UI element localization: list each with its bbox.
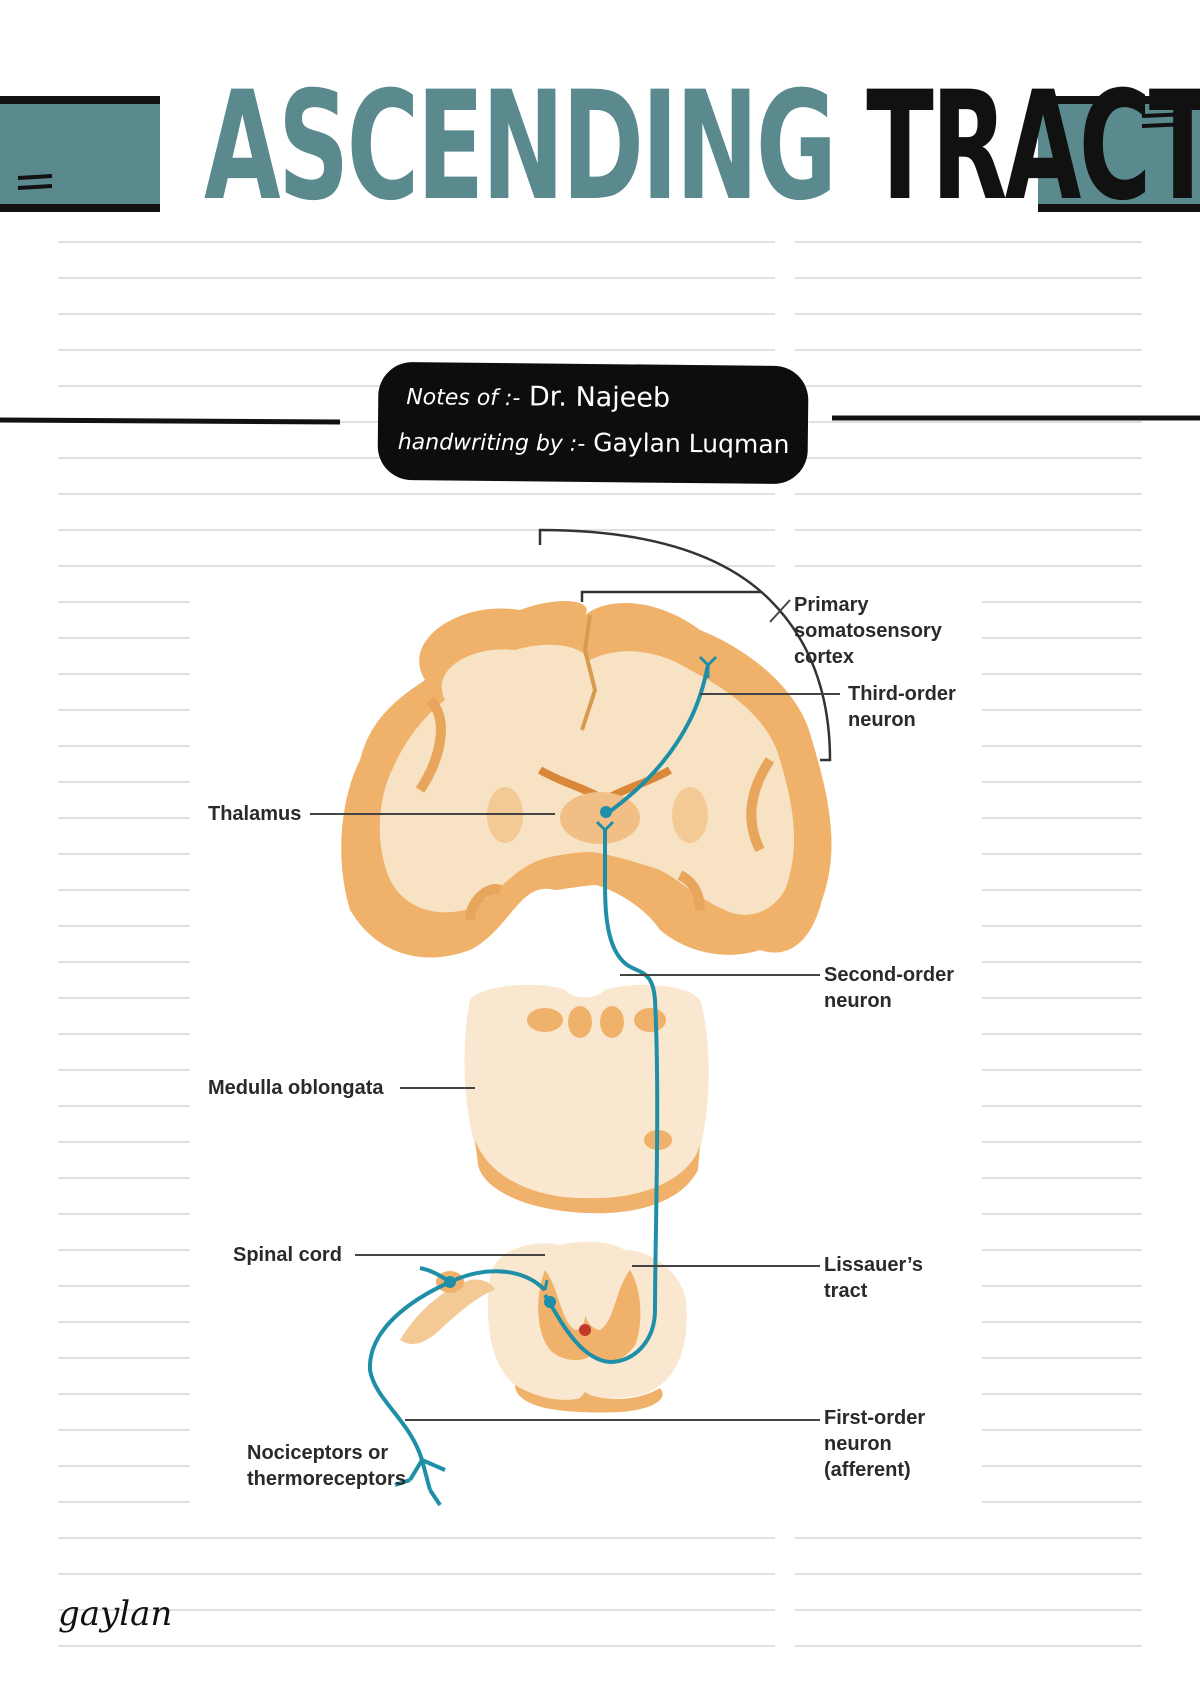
second-order-neuron-path: [543, 830, 660, 1365]
right-accent-bar: [1038, 98, 1200, 210]
first-order-neuron-path: [367, 1269, 547, 1461]
author-signature: gaylan: [58, 1594, 173, 1634]
label-second-order-neuron: Second-order neuron: [824, 964, 955, 1012]
leader-lines: [310, 599, 840, 1421]
thalamus-region: [560, 792, 640, 844]
label-medulla-oblongata: Medulla oblongata: [208, 1077, 384, 1099]
label-thalamus: Thalamus: [208, 803, 302, 825]
brain-section: [341, 528, 832, 958]
title-word-tract: TRACT: [866, 60, 1200, 234]
label-nociceptors: Nociceptors or thermoreceptors: [247, 1442, 406, 1490]
title-word-ascending: ASCENDING: [203, 60, 837, 234]
page-title: ASCENDING TRACT: [203, 60, 1200, 234]
left-accent-bar: [0, 98, 160, 210]
third-order-neuron-path: [603, 664, 710, 817]
label-spinal-cord: Spinal cord: [233, 1244, 342, 1266]
label-third-order-neuron: Third-order neuron: [848, 683, 956, 731]
label-primary-somatosensory-cortex: Primary somatosensory cortex: [794, 594, 942, 668]
spinal-cord-section: [400, 1241, 687, 1413]
label-lissauers-tract: Lissauer’s tract: [824, 1254, 923, 1302]
divider-left: [0, 417, 341, 425]
label-first-order-neuron: First-order neuron (afferent): [824, 1407, 926, 1481]
cortex-bracket: [538, 528, 832, 762]
medulla-section: [464, 984, 709, 1214]
